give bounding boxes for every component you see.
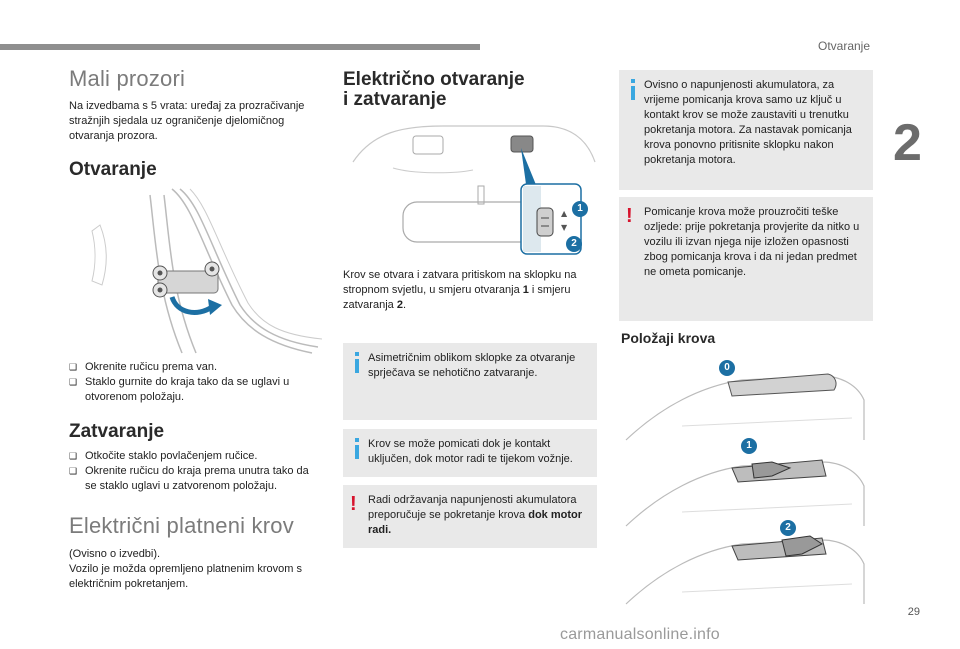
callout-1: 1 [572,201,588,217]
info-text: Ovisno o napunjenosti akumulatora, za vr… [644,79,852,166]
warning-text: Radi održavanja napunjenosti akumulatora… [368,494,582,536]
svg-text:▲: ▲ [561,209,568,218]
roof-switch-illustration: ▲ ▼ [352,125,596,255]
position-1-badge: 1 [741,438,757,454]
warning-icon: ! [626,205,633,227]
intro-text: Na izvedbama s 5 vrata: uređaj za prozra… [69,100,305,142]
callout-2: 2 [566,236,582,252]
section-label: Otvaranje [818,39,871,53]
warning-box: ! Pomicanje krova može prouzročiti teške… [619,197,873,321]
title-electric-roof: Električni platneni krov [69,513,294,538]
warning-icon: ! [350,493,357,515]
svg-text:▼: ▼ [561,223,568,232]
list-item: ❑Otkočite staklo povlačenjem ručice. [69,450,258,462]
info-icon [350,352,364,374]
info-box: Asimetričnim oblikom sklopke za otvaranj… [343,343,597,420]
page-number: 29 [907,606,920,618]
optional-note: (Ovisno o izvedbi). [69,548,161,560]
list-item: ❑Staklo gurnite do kraja tako da se ugla… [69,376,290,403]
list-item: ❑Okrenite ručicu do kraja prema unutra t… [69,465,309,492]
window-latch-illustration [91,188,322,354]
bullet-icon: ❑ [69,451,78,461]
info-box: Ovisno o napunjenosti akumulatora, za vr… [619,70,873,190]
warning-box: ! Radi održavanja napunjenosti akumulato… [343,485,597,548]
info-box: Krov se može pomicati dok je kontakt ukl… [343,429,597,477]
heading-electric-open: Električno otvaranje [343,69,525,90]
list-item: ❑Okrenite ručicu prema van. [69,361,218,373]
bullet-icon: ❑ [69,377,78,387]
bullet-icon: ❑ [69,362,78,372]
chapter-number: 2 [893,114,922,172]
roof-note: Vozilo je možda opremljeno platnenim kro… [69,563,302,590]
info-text: Asimetričnim oblikom sklopke za otvaranj… [368,352,576,379]
position-2-badge: 2 [780,520,796,536]
header-bar [0,44,480,50]
heading-closing: Zatvaranje [69,421,165,442]
info-text: Krov se može pomicati dok je kontakt ukl… [368,438,573,465]
heading-roof-positions: Položaji krova [621,330,716,346]
warning-text: Pomicanje krova može prouzročiti teške o… [644,206,860,278]
heading-opening: Otvaranje [69,159,157,180]
info-icon [350,438,364,460]
bullet-icon: ❑ [69,466,78,476]
position-0-badge: 0 [719,360,735,376]
info-icon [626,79,640,101]
watermark: carmanualsonline.info [560,626,720,643]
heading-electric-close: i zatvaranje [343,89,447,110]
title-small-windows: Mali prozori [69,66,186,91]
roof-positions-illustration [625,373,865,605]
switch-instructions: Krov se otvara i zatvara pritiskom na sk… [343,269,577,311]
